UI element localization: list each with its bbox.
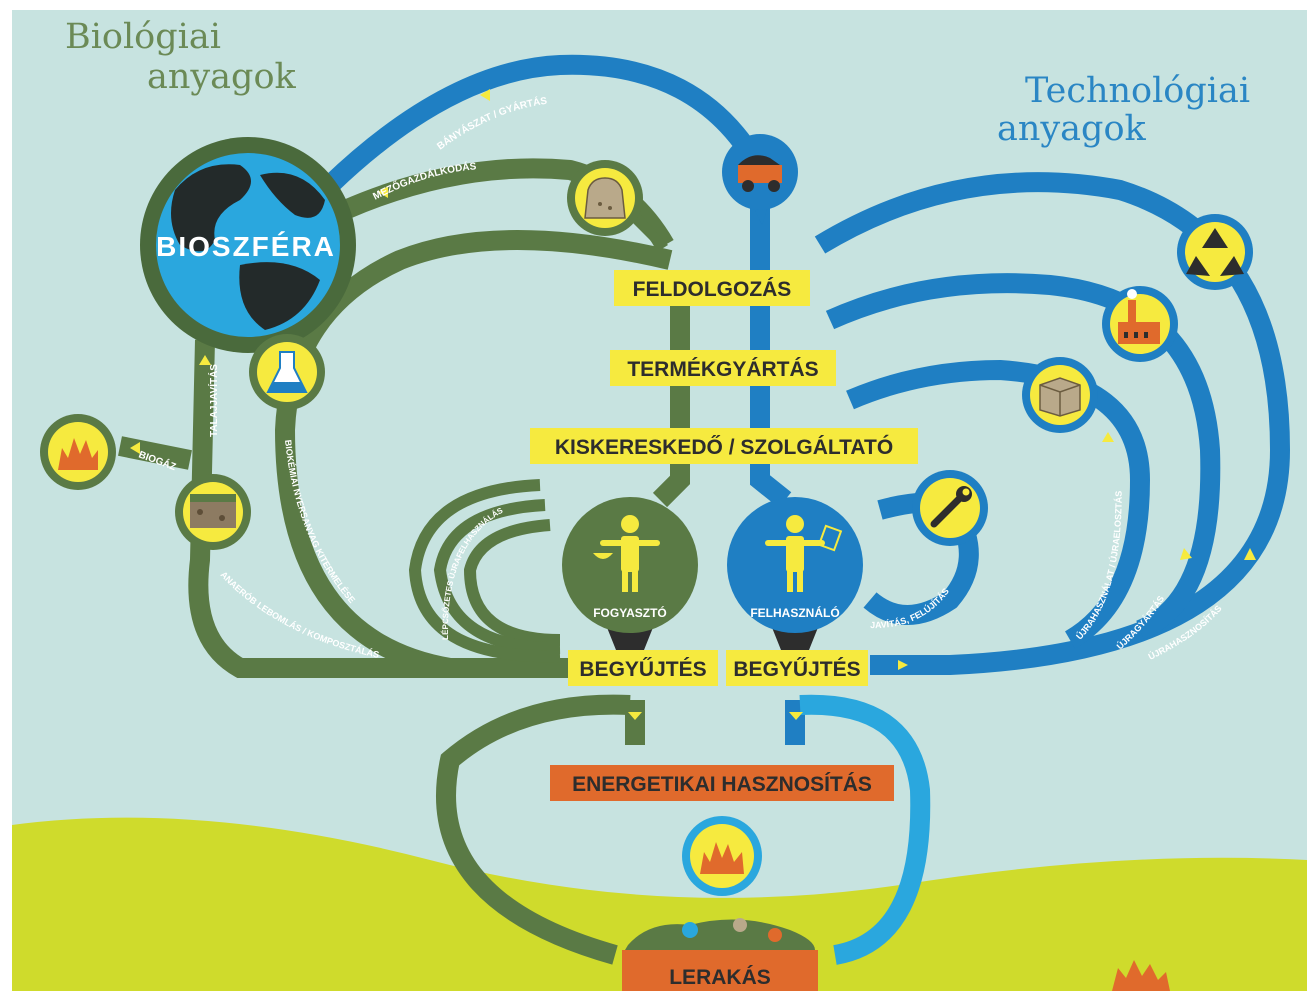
arrow-bio-down	[628, 712, 642, 720]
consumer-label: FOGYASZTÓ	[593, 605, 667, 620]
arrow-mining	[480, 89, 490, 101]
collection-tech-label: BEGYŰJTÉS	[733, 658, 860, 681]
processing-box: FELDOLGOZÁS	[614, 270, 810, 306]
collection-bio-label: BEGYŰJTÉS	[579, 658, 706, 681]
heading-technological-line1: Technológiai	[1025, 71, 1250, 111]
factory-pin	[1102, 286, 1178, 362]
fire-pin-left	[40, 414, 116, 490]
biosphere-label: BIOSZFÉRA	[156, 231, 336, 262]
sack-pin	[567, 160, 668, 250]
fire-pin-center	[682, 816, 762, 896]
collection-bio-box: BEGYŰJTÉS	[568, 650, 718, 686]
box-icon	[1039, 377, 1081, 417]
anaerobic-loop	[188, 339, 570, 678]
cascade-arc-1	[463, 519, 561, 646]
flow-arrows	[130, 89, 1256, 720]
arrow-agri	[378, 186, 388, 198]
soil-icon	[190, 494, 236, 528]
biosphere-node: BIOSZFÉRA	[140, 137, 356, 353]
energy-recovery-box: ENERGETIKAI HASZNOSÍTÁS	[550, 765, 894, 801]
sack-icon	[584, 177, 626, 219]
heading-biological-line2: anyagok	[147, 57, 297, 97]
recycle-icon	[1186, 228, 1244, 276]
user-label: FELHASZNÁLÓ	[750, 605, 839, 620]
person-icon	[765, 515, 825, 592]
planet-icon	[156, 153, 340, 337]
wrench-pin	[912, 470, 988, 546]
fire-icon	[700, 842, 744, 874]
truck-pin	[722, 134, 798, 225]
fire-icon	[58, 438, 98, 470]
reuse-loop	[846, 359, 1151, 649]
manufacturing-box: TERMÉKGYÁRTÁS	[610, 350, 836, 386]
processing-label: FELDOLGOZÁS	[633, 278, 792, 301]
arrow-recyc	[1244, 548, 1256, 560]
retail-box: KISKERESKEDŐ / SZOLGÁLTATÓ	[530, 428, 918, 464]
cascade-arc-2	[433, 499, 561, 655]
flask-icon	[266, 351, 308, 393]
landfill-label: LERAKÁS	[669, 966, 771, 989]
heading-technological-line2: anyagok	[997, 109, 1147, 149]
energy-label: ENERGETIKAI HASZNOSÍTÁS	[572, 773, 872, 796]
arrow-tech-collection	[898, 660, 908, 670]
retail-label: KISKERESKEDŐ / SZOLGÁLTATÓ	[555, 435, 893, 459]
arrow-biogas	[130, 442, 140, 454]
arrow-reman	[1180, 548, 1192, 560]
manufacturing-label: TERMÉKGYÁRTÁS	[627, 358, 818, 381]
wrench-icon	[930, 486, 972, 528]
arrow-reuse	[1102, 432, 1114, 442]
truck-icon	[738, 155, 782, 192]
flow-label-soil: TALAJJAVÍTÁS	[207, 364, 220, 437]
user-node: FELHASZNÁLÓ	[727, 497, 863, 660]
tech-landfill-arc	[799, 694, 931, 965]
green-hill	[12, 817, 1307, 991]
cascade-arc-3	[408, 479, 561, 663]
factory-icon	[1118, 289, 1160, 344]
collection-tech-box: BEGYŰJTÉS	[726, 650, 868, 686]
person-icon	[600, 515, 660, 592]
consumer-node: FOGYASZTÓ	[562, 497, 698, 660]
recycle-pin	[1177, 214, 1253, 290]
bio-landfill-arc	[436, 694, 631, 965]
arrow-soil	[199, 355, 211, 365]
heading-biological-line1: Biológiai	[65, 17, 221, 57]
flask-pin	[249, 334, 325, 410]
box-pin	[1022, 357, 1098, 433]
arrow-tech-down	[789, 712, 803, 720]
waste-pile-icon	[625, 918, 815, 950]
mining-arc	[323, 54, 769, 193]
fire-icon-decoration	[1112, 960, 1170, 991]
soil-pin	[175, 474, 251, 550]
landfill-node: LERAKÁS	[622, 918, 818, 991]
